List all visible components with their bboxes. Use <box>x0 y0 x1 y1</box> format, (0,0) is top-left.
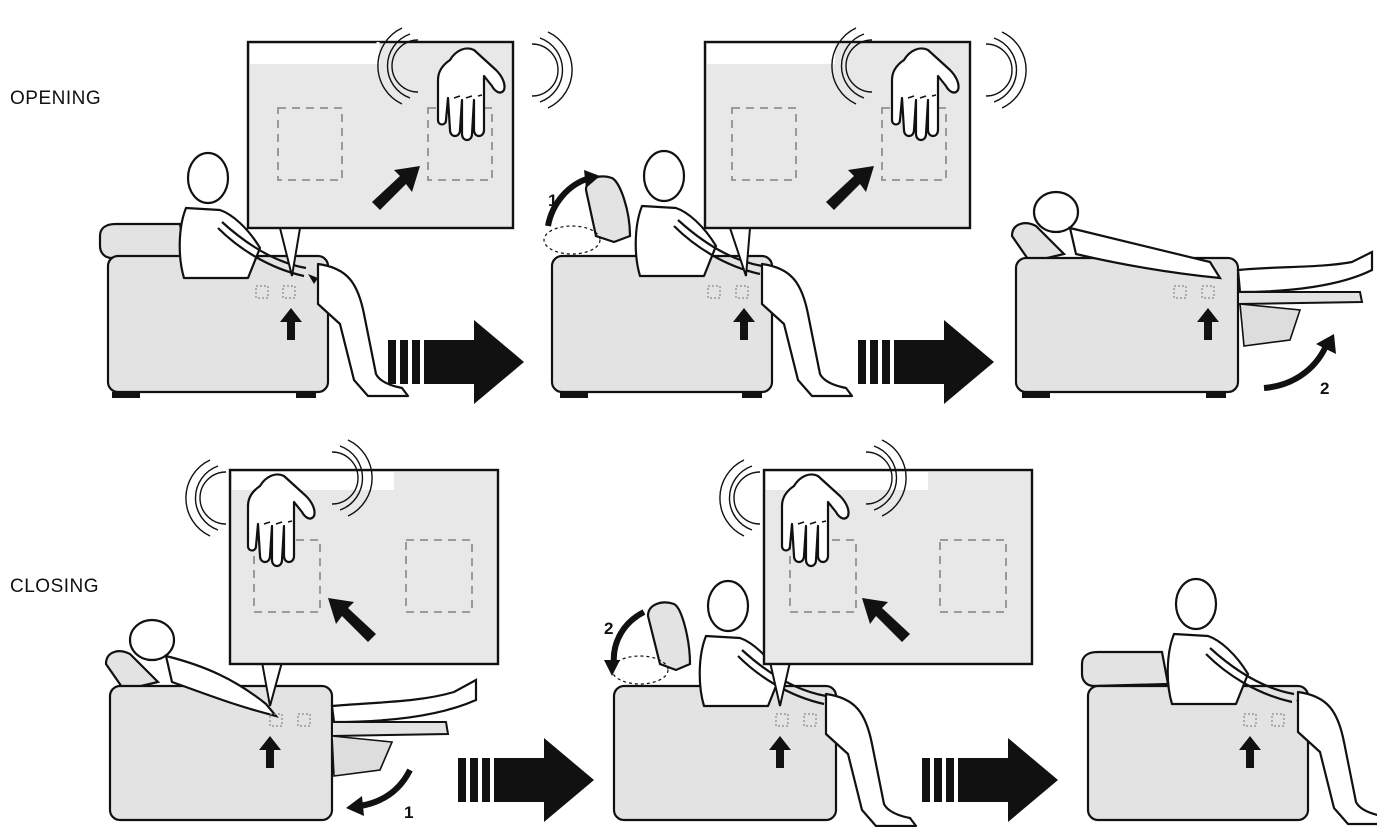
progress-arrow-icon <box>458 738 594 822</box>
wave-icon <box>186 460 226 536</box>
close-step3-scene <box>1082 579 1377 824</box>
person-legs <box>1298 692 1377 824</box>
progress-arrow-icon <box>858 320 994 404</box>
headrest <box>1082 652 1168 686</box>
person-head <box>1034 192 1078 232</box>
person-legs <box>762 264 852 396</box>
close-step1-scene: 1 <box>106 440 498 822</box>
wave-icon <box>532 32 572 108</box>
mechanism <box>332 736 392 776</box>
open-step1-scene <box>100 28 572 398</box>
footrest <box>332 722 448 736</box>
footrest <box>1238 292 1362 304</box>
progress-arrow-icon <box>388 320 524 404</box>
person-head <box>130 620 174 660</box>
sofa-arm <box>1088 686 1308 820</box>
headrest-ghost <box>544 226 600 254</box>
person-legs <box>1238 252 1372 292</box>
headrest-raised <box>648 603 690 671</box>
person-legs <box>332 680 476 722</box>
step-number: 1 <box>404 803 413 822</box>
headrest <box>100 224 186 258</box>
headrest-ghost <box>612 656 668 684</box>
sofa-arm <box>110 686 332 820</box>
open-step3-scene: 2 <box>1012 192 1372 398</box>
progress-arrow-icon <box>922 738 1058 822</box>
person-legs <box>826 694 916 826</box>
mechanism <box>1240 304 1300 346</box>
wave-icon <box>986 32 1026 108</box>
step-number: 2 <box>1320 379 1329 398</box>
step-number: 2 <box>604 619 613 638</box>
wave-icon <box>720 460 760 536</box>
headrest-raised <box>586 177 630 243</box>
step-number: 1 <box>548 191 557 210</box>
